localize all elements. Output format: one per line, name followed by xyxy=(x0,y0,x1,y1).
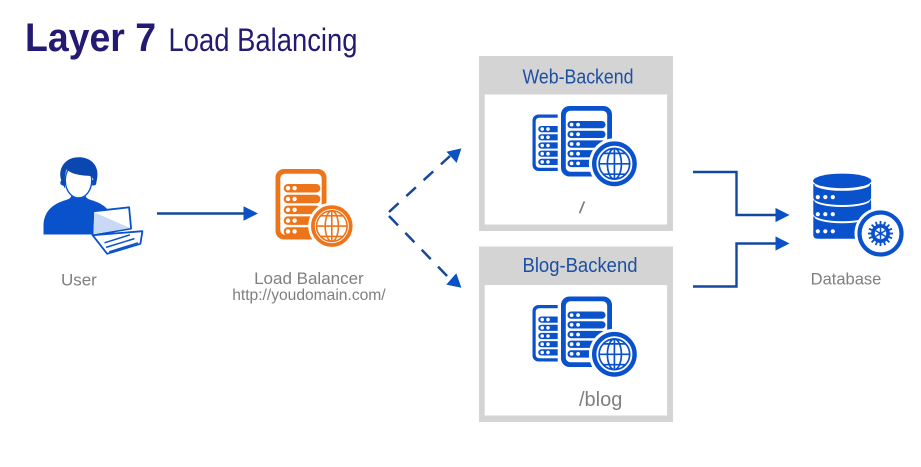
svg-text:User: User xyxy=(61,271,97,290)
svg-text:Layer 7: Layer 7 xyxy=(25,16,156,60)
svg-text:http://youdomain.com/: http://youdomain.com/ xyxy=(232,287,386,304)
svg-text:Blog-Backend: Blog-Backend xyxy=(523,255,638,277)
svg-text:Load Balancer: Load Balancer xyxy=(254,269,364,288)
svg-text:Database: Database xyxy=(811,270,882,288)
svg-text:/blog: /blog xyxy=(579,389,622,411)
svg-text:Web-Backend: Web-Backend xyxy=(523,67,634,89)
svg-text:Load Balancing: Load Balancing xyxy=(169,22,358,58)
